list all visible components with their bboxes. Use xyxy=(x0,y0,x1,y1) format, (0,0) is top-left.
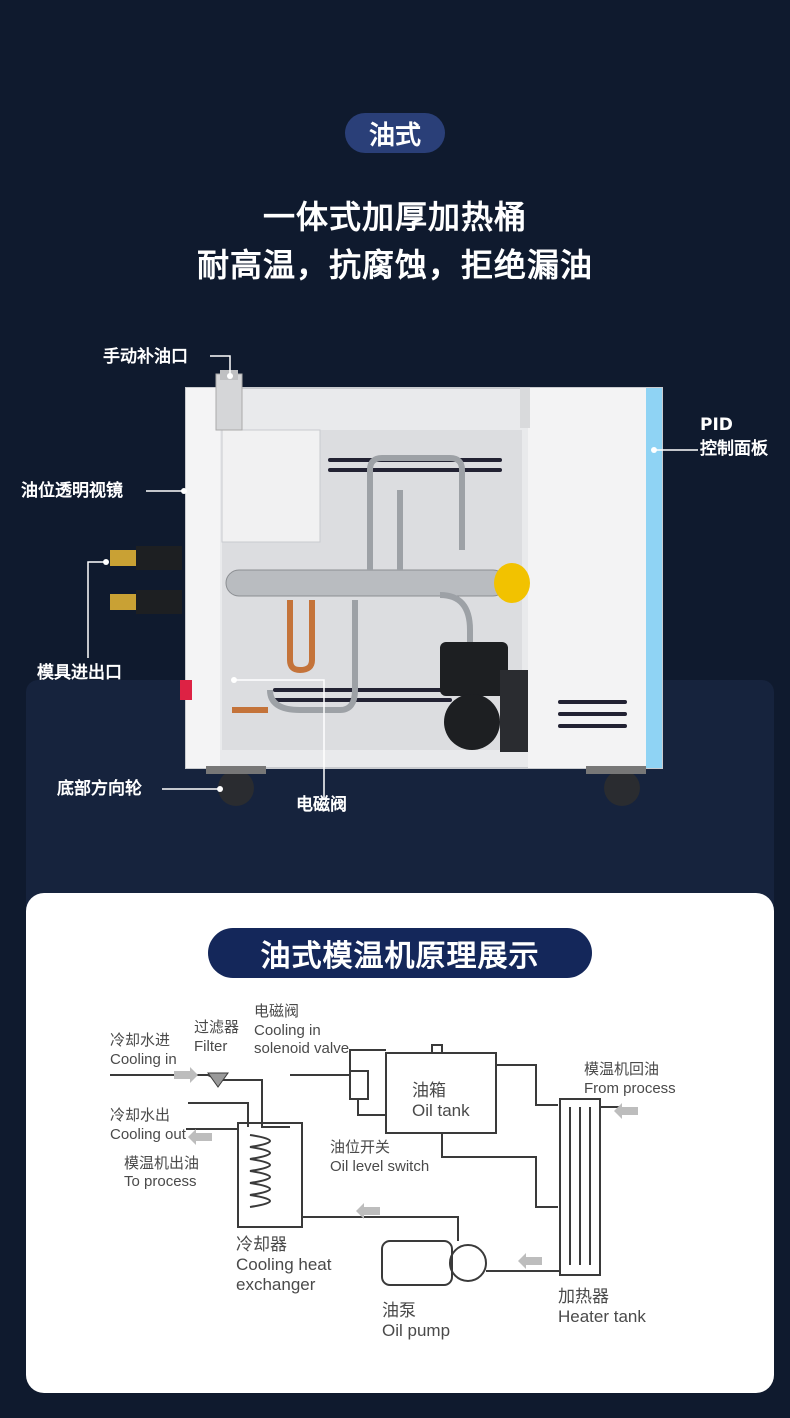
label-pump-en: Oil pump xyxy=(382,1321,451,1340)
label-filter-en: Filter xyxy=(194,1038,228,1055)
principle-title: 油式模温机原理展示 xyxy=(208,928,592,978)
callout-bottom-casters: 底部方向轮 xyxy=(57,779,142,799)
label-to-process-en: To process xyxy=(124,1173,197,1190)
label-pump-cn: 油泵 xyxy=(382,1301,416,1320)
label-solenoid-cn: 电磁阀 xyxy=(254,1003,300,1020)
callout-lines xyxy=(87,355,698,800)
label-solenoid-en-1: Cooling in xyxy=(254,1022,321,1039)
principle-diagram: 冷却水进 Cooling in 过滤器 Filter 电磁阀 Cooling i… xyxy=(90,995,730,1355)
callout-pid-line-2: 控制面板 xyxy=(700,439,768,459)
label-cooling-in-en: Cooling in xyxy=(110,1051,177,1068)
mold-temperature-machine-image xyxy=(110,370,663,806)
label-cooling-out-en: Cooling out xyxy=(110,1126,186,1143)
principle-schematic xyxy=(110,1044,638,1286)
machine-illustration: 手动补油口 油位透明视镜 模具进出口 底部方向轮 电磁阀 PID 控制面板 xyxy=(0,330,790,830)
headline-line-1: 一体式加厚加热桶 xyxy=(262,198,527,236)
callout-oil-level-window: 油位透明视镜 xyxy=(21,481,123,501)
headline-line-2: 耐高温，抗腐蚀，拒绝漏油 xyxy=(196,246,593,284)
label-level-switch-en: Oil level switch xyxy=(330,1158,430,1175)
label-level-switch-cn: 油位开关 xyxy=(330,1139,391,1156)
label-cooler-en-2: exchanger xyxy=(236,1275,316,1294)
label-cooler-cn: 冷却器 xyxy=(236,1235,287,1254)
callout-manual-oil-fill: 手动补油口 xyxy=(103,347,188,367)
label-oil-tank-cn: 油箱 xyxy=(412,1081,446,1100)
label-oil-tank-en: Oil tank xyxy=(412,1101,470,1120)
label-from-process-en: From process xyxy=(584,1080,676,1097)
oil-type-badge: 油式 xyxy=(345,113,445,153)
callout-pid-line-1: PID xyxy=(700,415,733,435)
label-solenoid-en-2: solenoid valve xyxy=(254,1040,350,1057)
label-from-process-cn: 模温机回油 xyxy=(584,1061,660,1078)
label-heater-en: Heater tank xyxy=(558,1307,646,1326)
label-cooling-out-cn: 冷却水出 xyxy=(110,1107,171,1124)
label-filter-cn: 过滤器 xyxy=(194,1019,240,1036)
label-cooling-in-cn: 冷却水进 xyxy=(110,1032,171,1049)
callout-mold-inlet-outlet: 模具进出口 xyxy=(37,663,122,683)
label-to-process-cn: 模温机出油 xyxy=(124,1155,200,1172)
label-cooler-en-1: Cooling heat xyxy=(236,1255,332,1274)
label-heater-cn: 加热器 xyxy=(558,1287,609,1306)
callout-solenoid-valve: 电磁阀 xyxy=(296,795,347,815)
